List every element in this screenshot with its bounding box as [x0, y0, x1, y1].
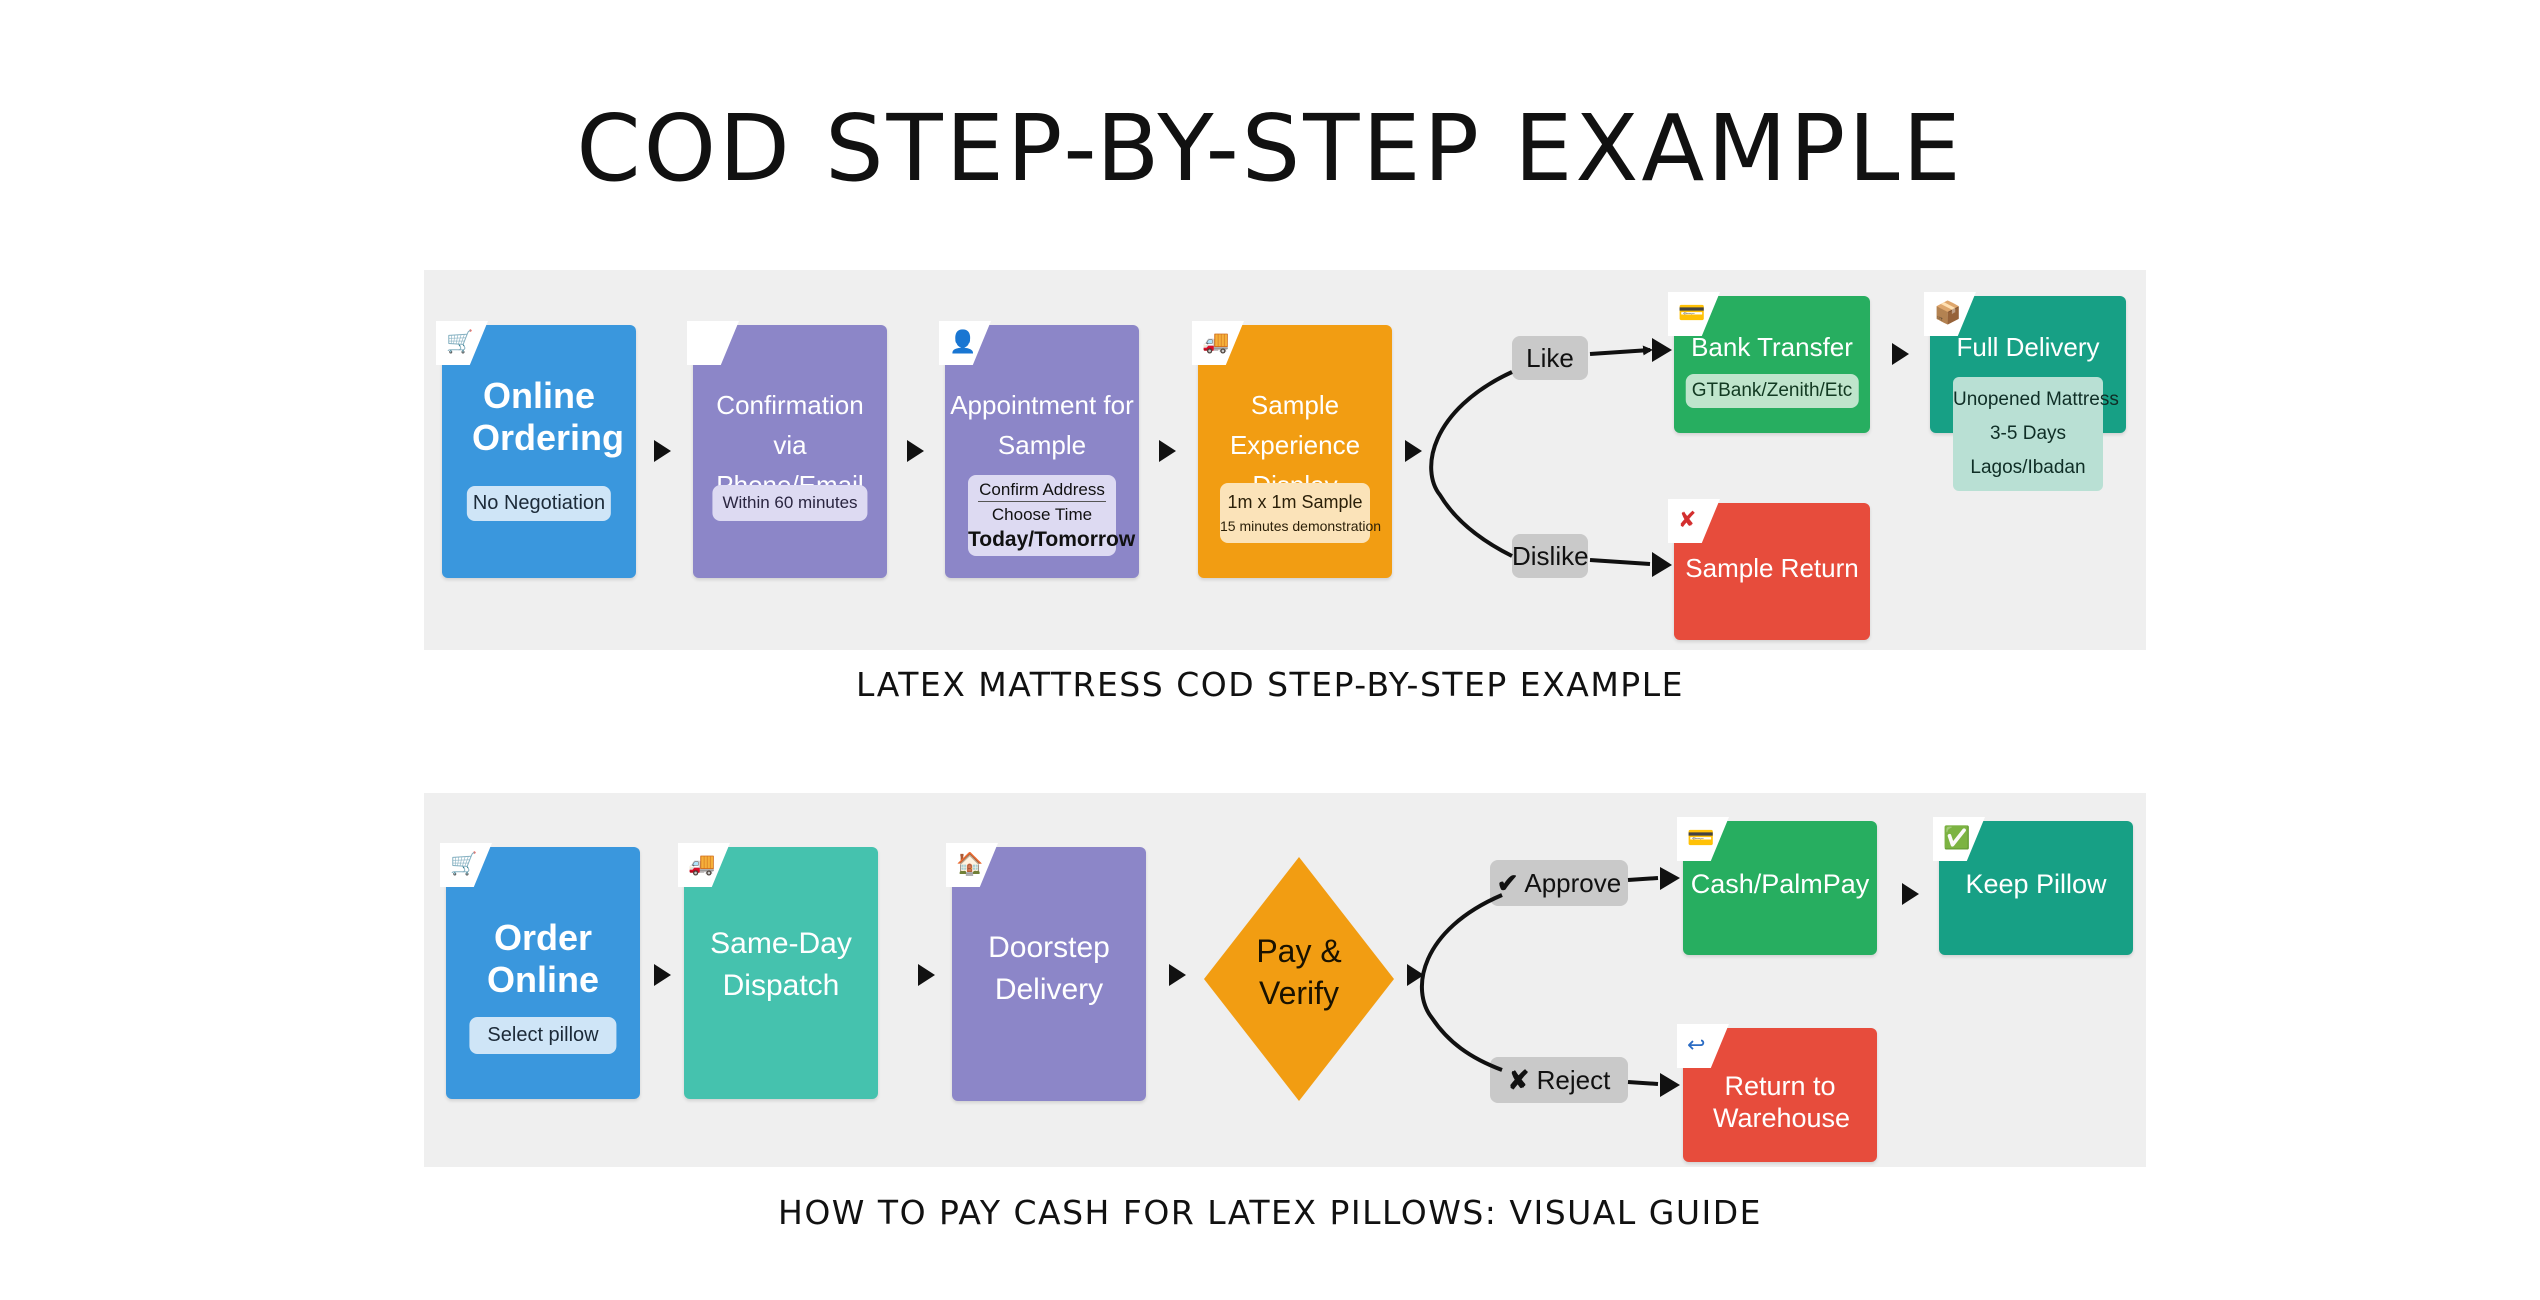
step-title: Keep Pillow — [1965, 869, 2107, 899]
flow-arrow — [1169, 964, 1186, 986]
step-tag: GTBank/Zenith/Etc — [1685, 374, 1859, 408]
approve-text: Approve — [1524, 868, 1622, 898]
like-label: Like — [1512, 336, 1588, 380]
phone-icon: ☎ — [687, 321, 739, 365]
person-chat-icon: 👤 — [939, 321, 991, 365]
flow-arrow — [654, 440, 671, 462]
step-order-online: 🛒 Order Online Select pillow — [440, 843, 640, 1099]
step-tag: No Negotiation — [466, 486, 612, 521]
step-confirmation: ☎ Confirmation via Phone/Email Within 60… — [687, 321, 887, 578]
flow-arrow — [907, 440, 924, 462]
step-title: Return to Warehouse — [1713, 1071, 1851, 1133]
detail-line: 15 minutes demonstration — [1220, 518, 1382, 534]
pillow-caption: HOW TO PAY CASH FOR LATEX PILLOWS: VISUA… — [778, 1193, 1762, 1232]
flow-arrow — [654, 964, 671, 986]
detail-line: Unopened Mattress — [1953, 389, 2119, 410]
page-title: COD STEP-BY-STEP EXAMPLE — [576, 95, 1964, 202]
mattress-caption: LATEX MATTRESS COD STEP-BY-STEP EXAMPLE — [856, 665, 1684, 704]
step-title: Sample Return — [1685, 553, 1859, 583]
detail-line: Lagos/Ibadan — [1970, 457, 2086, 478]
step-cash-palmpay: 💳 Cash/PalmPay — [1677, 817, 1877, 955]
reject-label: ✘ Reject — [1490, 1057, 1628, 1103]
check-box-icon: ✅ — [1933, 817, 1985, 861]
delivery-truck-icon: 🚚 — [1192, 321, 1244, 365]
cross-mark-icon: ✘ — [1668, 499, 1720, 543]
flow-arrow — [1405, 440, 1422, 462]
step-keep-pillow: ✅ Keep Pillow — [1933, 817, 2133, 955]
step-sample-return: ✘ Sample Return — [1668, 499, 1870, 640]
detail-line: Confirm Address — [978, 479, 1106, 502]
step-title: Bank Transfer — [1691, 332, 1853, 362]
x-mark-icon: ✘ — [1507, 1065, 1530, 1095]
pay-verify-diamond — [1204, 857, 1394, 1101]
detail-line: Choose Time — [991, 505, 1093, 524]
reject-text: Reject — [1536, 1065, 1611, 1095]
pay-verify-label: Pay & Verify — [1256, 933, 1342, 1011]
flow-arrow — [1159, 440, 1176, 462]
flow-arrow — [1407, 964, 1424, 986]
flow-arrow — [1902, 883, 1919, 905]
step-bank-transfer: 💳 Bank Transfer GTBank/Zenith/Etc — [1668, 292, 1870, 433]
step-appointment: 👤 Appointment for Sample Delivery Confir… — [939, 321, 1139, 578]
step-title: Same-Day Dispatch — [710, 927, 852, 1002]
step-doorstep-delivery: 🏠 Doorstep Delivery — [946, 843, 1146, 1101]
step-title: Doorstep Delivery — [988, 931, 1110, 1006]
house-icon: 🏠 — [946, 843, 998, 887]
checkmark-icon: ✔ — [1496, 868, 1519, 898]
step-title: Cash/PalmPay — [1690, 869, 1870, 899]
step-tag: Within 60 minutes — [712, 485, 868, 521]
step-title: Order Online — [486, 917, 599, 1000]
step-return-warehouse: ↩ Return to Warehouse — [1677, 1024, 1877, 1162]
delivery-truck-icon: 🚚 — [678, 843, 730, 887]
shopping-cart-icon: 🛒 — [440, 843, 492, 887]
detail-line: 3-5 Days — [1989, 423, 2067, 444]
flow-arrow — [1892, 343, 1909, 365]
detail-line: 1m x 1m Sample — [1227, 492, 1363, 512]
card-icon: 💳 — [1677, 817, 1729, 861]
step-same-day-dispatch: 🚚 Same-Day Dispatch — [678, 843, 878, 1099]
step-detail: Confirm Address Choose Time Today/Tomorr… — [968, 475, 1136, 556]
flow-arrow — [918, 964, 935, 986]
detail-line: Today/Tomorrow — [968, 528, 1136, 551]
step-detail: 1m x 1m Sample 15 minutes demonstration — [1220, 483, 1382, 543]
step-title: Full Delivery — [1956, 332, 2100, 362]
return-arrow-icon: ↩ — [1677, 1024, 1729, 1068]
approve-label: ✔ Approve — [1490, 860, 1628, 906]
card-icon: 💳 — [1668, 292, 1720, 336]
step-sample-display: 🚚 Sample Experience Display 1m x 1m Samp… — [1192, 321, 1392, 578]
step-online-ordering: 🛒 Online Ordering No Negotiation — [436, 321, 636, 578]
step-title: Online Ordering — [472, 375, 625, 458]
full-delivery-detail: Unopened Mattress 3-5 Days Lagos/Ibadan — [1953, 377, 2119, 491]
dislike-label: Dislike — [1512, 534, 1589, 578]
shopping-cart-icon: 🛒 — [436, 321, 488, 365]
step-tag: Select pillow — [469, 1017, 617, 1054]
package-icon: 📦 — [1924, 292, 1976, 336]
